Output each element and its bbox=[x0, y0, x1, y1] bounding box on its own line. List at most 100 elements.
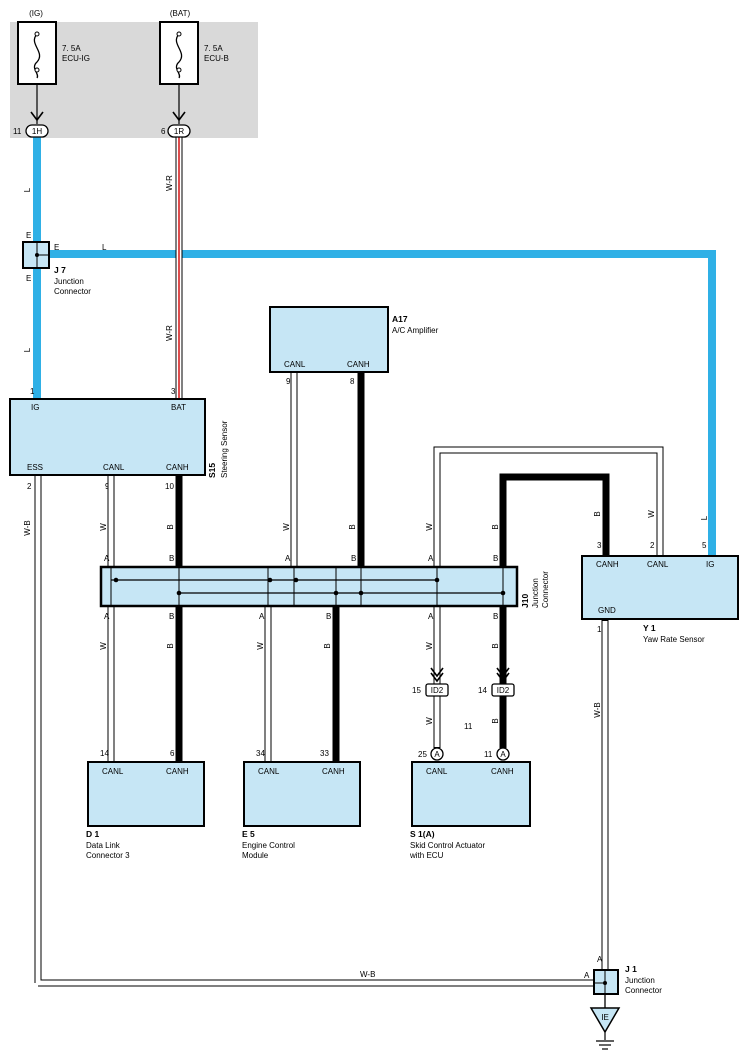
wire-label-w-r: W-R bbox=[165, 325, 174, 341]
j7-pin-e: E bbox=[26, 231, 31, 240]
e5-canl: CANL bbox=[258, 767, 280, 776]
wire-label-l: L bbox=[23, 347, 32, 352]
connector-id2-w: ID2 bbox=[425, 667, 449, 697]
s15-pin-ig: 1 bbox=[30, 387, 35, 396]
wire-label-w-r: W-R bbox=[165, 175, 174, 191]
j1-pin-a: A bbox=[597, 955, 603, 964]
svg-text:W: W bbox=[256, 642, 265, 650]
y1-code: Y 1 bbox=[643, 623, 656, 633]
e5-pin-canl: 34 bbox=[256, 749, 265, 758]
fuse-b-name: ECU-B bbox=[204, 54, 229, 63]
d1-label: Connector 3 bbox=[86, 851, 130, 860]
d1-pin-canh: 6 bbox=[170, 749, 175, 758]
svg-text:B: B bbox=[351, 554, 356, 563]
j1-code: J 1 bbox=[625, 964, 637, 974]
ground-label: IE bbox=[601, 1013, 609, 1022]
s15-name: Steering Sensor bbox=[220, 420, 229, 478]
s1-pin-canh: 11 bbox=[484, 750, 493, 759]
e5-label: Engine Control bbox=[242, 841, 295, 850]
svg-text:B: B bbox=[491, 524, 500, 529]
wire-label-l: L bbox=[102, 243, 107, 252]
connector-a-canh: A bbox=[496, 747, 510, 761]
svg-text:B: B bbox=[491, 718, 500, 723]
y1-canh: CANH bbox=[596, 560, 619, 569]
s1-pin-canl: 25 bbox=[418, 750, 427, 759]
junction-j10 bbox=[99, 565, 519, 608]
y1-pin-gnd: 1 bbox=[597, 625, 602, 634]
s15-pin-canh: 10 bbox=[165, 482, 174, 491]
svg-text:B: B bbox=[491, 643, 500, 648]
a17-code: A17 bbox=[392, 314, 408, 324]
j7-label: Connector bbox=[54, 287, 91, 296]
pin-1h: 11 bbox=[13, 127, 22, 136]
svg-text:ID2: ID2 bbox=[431, 686, 444, 695]
svg-text:W: W bbox=[425, 523, 434, 531]
svg-text:ID2: ID2 bbox=[497, 686, 510, 695]
fuse-ecu-b bbox=[159, 21, 199, 85]
y1-pin-canh: 3 bbox=[597, 541, 602, 550]
svg-text:W: W bbox=[282, 523, 291, 531]
s15-ig: IG bbox=[31, 403, 39, 412]
e5-code: E 5 bbox=[242, 829, 255, 839]
s1-canh: CANH bbox=[491, 767, 514, 776]
svg-text:B: B bbox=[493, 612, 498, 621]
id2-pin-w: 15 bbox=[412, 686, 421, 695]
j7-pin-e: E bbox=[26, 274, 31, 283]
j10-pin-labels: A B A B A B A B A B A B bbox=[104, 554, 498, 621]
a17-canl: CANL bbox=[284, 360, 306, 369]
y1-pin-canl: 2 bbox=[650, 541, 655, 550]
a17-ac-amplifier bbox=[269, 306, 389, 373]
j10-label: Junction bbox=[531, 578, 540, 608]
chevron-down-icon bbox=[496, 667, 510, 683]
connector-id2-b: ID2 bbox=[491, 667, 515, 697]
connector-1r-label: 1R bbox=[174, 127, 184, 136]
s15-pin-ess: 2 bbox=[27, 482, 32, 491]
fuse-ig-name: ECU-IG bbox=[62, 54, 90, 63]
svg-text:B: B bbox=[348, 524, 357, 529]
id2-note: 11 bbox=[464, 722, 473, 731]
fuse-icon bbox=[33, 33, 41, 79]
connector-1h-label: 1H bbox=[32, 127, 42, 136]
chevron-down-icon bbox=[172, 111, 186, 122]
j10-code: J10 bbox=[520, 594, 530, 608]
a17-pin-canl: 9 bbox=[286, 377, 291, 386]
svg-text:W-B: W-B bbox=[360, 970, 375, 979]
svg-text:B: B bbox=[593, 511, 602, 516]
connector-1h: 1H bbox=[25, 124, 49, 138]
connector-a-canl: A bbox=[430, 747, 444, 761]
wire-b-canh bbox=[175, 372, 610, 762]
svg-text:B: B bbox=[323, 643, 332, 648]
d1-canh: CANH bbox=[166, 767, 189, 776]
y1-ig: IG bbox=[706, 560, 714, 569]
svg-text:A: A bbox=[104, 612, 110, 621]
j1-label: Junction bbox=[625, 976, 655, 985]
pin-1r: 6 bbox=[161, 127, 166, 136]
j1-pin-a: A bbox=[584, 971, 590, 980]
junction-j1 bbox=[593, 969, 619, 995]
svg-text:L: L bbox=[700, 515, 709, 520]
ground-icon: IE bbox=[589, 1007, 621, 1050]
svg-text:W-B: W-B bbox=[593, 702, 602, 717]
a17-name: A/C Amplifier bbox=[392, 326, 439, 335]
svg-text:A: A bbox=[428, 554, 434, 563]
e5-pin-canh: 33 bbox=[320, 749, 329, 758]
j7-label: Junction bbox=[54, 277, 84, 286]
svg-text:W: W bbox=[99, 523, 108, 531]
s15-bat: BAT bbox=[171, 403, 186, 412]
s1-skid-control-actuator bbox=[411, 761, 531, 827]
j1-label: Connector bbox=[625, 986, 662, 995]
s15-code: S15 bbox=[207, 463, 217, 478]
y1-name: Yaw Rate Sensor bbox=[643, 635, 705, 644]
e5-label: Module bbox=[242, 851, 269, 860]
a17-canh: CANH bbox=[347, 360, 370, 369]
y1-canl: CANL bbox=[647, 560, 669, 569]
y1-pin-ig: 5 bbox=[702, 541, 707, 550]
s15-ess: ESS bbox=[27, 463, 43, 472]
fuse-ig-amp: 7. 5A bbox=[62, 44, 81, 53]
e5-canh: CANH bbox=[322, 767, 345, 776]
chevron-down-icon bbox=[30, 111, 44, 122]
j7-code: J 7 bbox=[54, 265, 66, 275]
bat-source-label: (BAT) bbox=[170, 9, 191, 18]
connector-1r: 1R bbox=[167, 124, 191, 138]
